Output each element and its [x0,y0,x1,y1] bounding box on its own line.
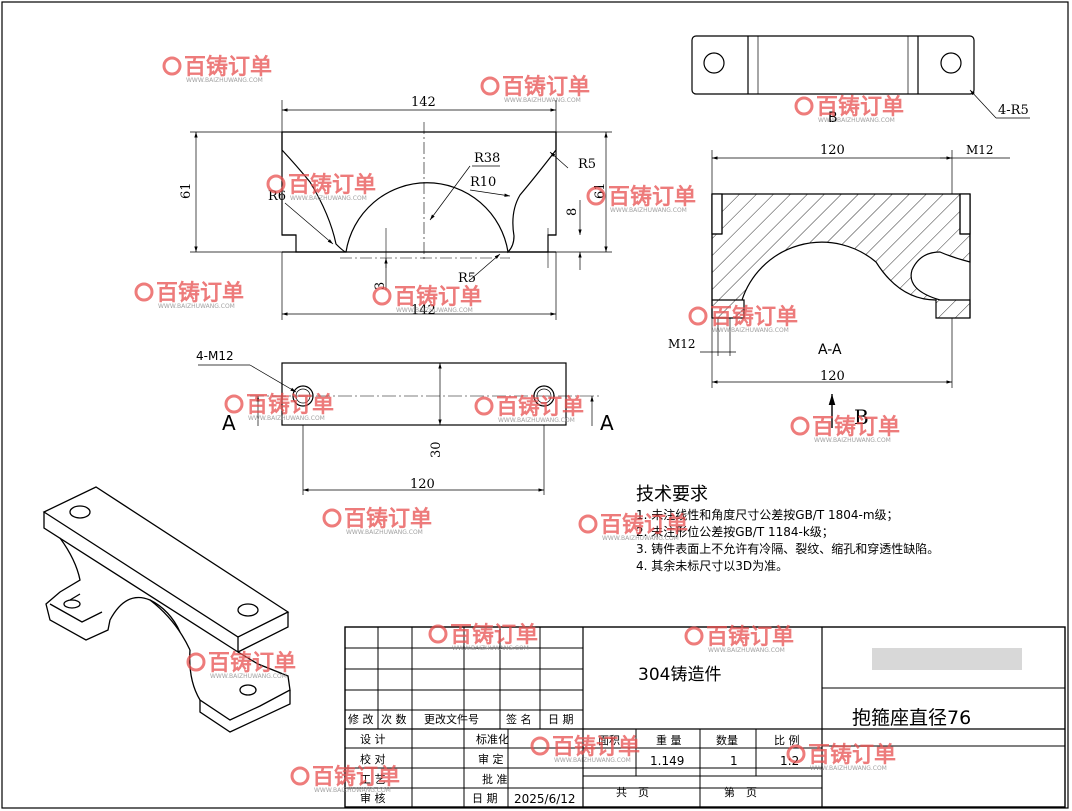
prop-weight-value: 1.149 [650,754,684,768]
dim-r38: R38 [474,151,500,166]
section-thread-bottom: M12 [668,337,696,351]
role-review: 审 核 [360,791,386,805]
tech-item-1: 1. 未注线性和角度尺寸公差按GB/T 1804-m级； [636,507,899,522]
section-thread-top: M12 [966,143,994,157]
tech-item-3: 3. 铸件表面上不允许有冷隔、裂纹、缩孔和穿透性缺陷。 [636,541,939,556]
section-view [711,193,971,319]
approval-date-label: 日 期 [472,792,498,805]
rev-header-3: 更改文件号 [424,712,479,726]
section-dim-width-top: 120 [820,143,845,158]
prop-qty-header: 数量 [716,734,738,747]
part-name: 抱箍座直径76 [852,707,971,729]
dim-r5-top: R5 [578,157,596,172]
approval-standard: 标准化 [476,732,509,746]
dim-width-top: 142 [411,95,436,110]
role-check: 校 对 [360,752,386,766]
rev-header-5: 日 期 [548,713,574,726]
plan-dim-width: 120 [410,477,435,492]
approval-examine: 审 定 [478,752,504,766]
prop-scale-header: 比 例 [774,733,800,747]
plan-thread-note: 4-M12 [196,349,234,363]
tech-title: 技术要求 [636,484,708,505]
title-block [344,626,1066,808]
rev-header-4: 签 名 [506,712,532,726]
approval-approve: 批 准 [482,772,508,786]
dim-height-left: 61 [179,182,194,199]
date-value: 2025/6/12 [514,792,576,806]
tech-item-4: 4. 其余未标尺寸以3D为准。 [636,558,788,573]
watermarks [134,52,906,796]
prop-qty-value: 1 [730,754,738,768]
dim-8: 8 [565,208,580,216]
prop-weight-header: 重 量 [656,733,682,747]
dim-r10: R10 [470,175,496,190]
sheet-number: 第 页 [724,785,757,799]
dim-r5-bottom: R5 [458,271,476,286]
section-mark-right: A [600,411,614,435]
title-block-text: 修 改 次 数 更改文件号 签 名 日 期 设 计 校 对 工 艺 审 核 标准… [348,648,1022,806]
front-dimensions [190,100,612,320]
redacted-logo [872,648,1022,670]
section-dim-width-bottom: 120 [820,369,845,384]
rev-header-1: 修 改 [348,712,374,726]
role-design: 设 计 [360,733,386,746]
section-title: A-A [818,342,842,358]
dim-3: 3 [373,282,388,290]
isometric-view [42,486,291,733]
top-right-view [691,35,975,95]
corner-radius-note: 4-R5 [998,103,1029,118]
sheet-total: 共 页 [616,786,649,799]
material-label: 304铸造件 [638,665,721,685]
plan-dimensions [198,363,594,495]
section-mark-left: A [222,411,236,435]
plan-dim-depth: 30 [429,441,444,458]
rev-header-2: 次 数 [381,712,407,726]
